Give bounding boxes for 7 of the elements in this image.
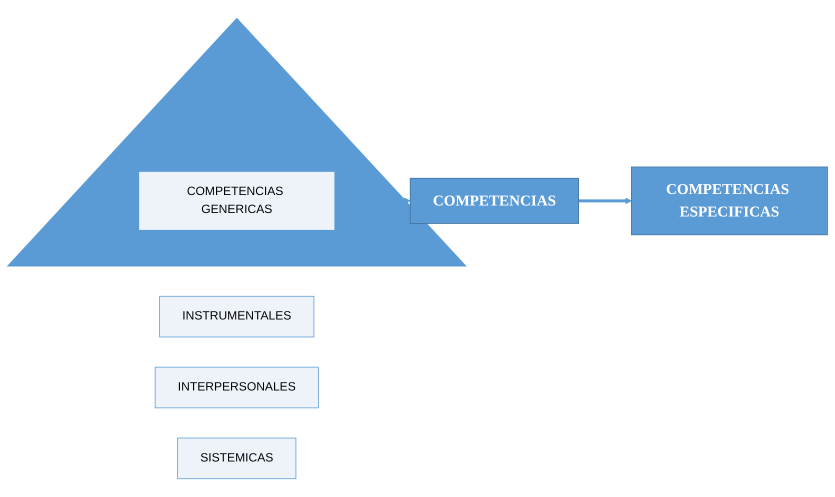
node-box: COMPETENCIAS: [410, 178, 579, 224]
node-box: COMPETENCIAS ESPECIFICAS: [631, 166, 828, 236]
arrow: [578, 198, 632, 204]
node-box: INTERPERSONALES: [154, 366, 319, 408]
node-box: COMPETENCIAS GENERICAS: [138, 171, 336, 231]
node-box: SISTEMICAS: [177, 438, 296, 480]
node-box: INSTRUMENTALES: [159, 296, 314, 338]
